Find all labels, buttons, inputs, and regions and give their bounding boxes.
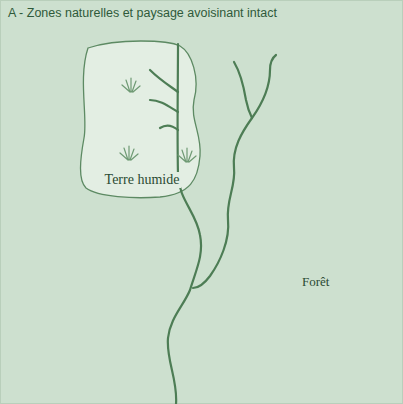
grass-symbol [120,146,138,160]
grass-symbol [178,148,196,162]
map-title: A - Zones naturelles et paysage avoisina… [8,6,277,20]
river-branch [234,62,252,118]
river-branch [150,100,178,112]
river-tributary [193,55,276,288]
area-name: Terre humide [103,172,182,188]
grass-symbol [122,78,140,92]
wetland-area: Terre humide [78,38,206,200]
river-branch [150,70,178,92]
main-river [168,44,201,404]
river-branch [160,126,178,130]
area-label: Forêt [302,274,329,290]
